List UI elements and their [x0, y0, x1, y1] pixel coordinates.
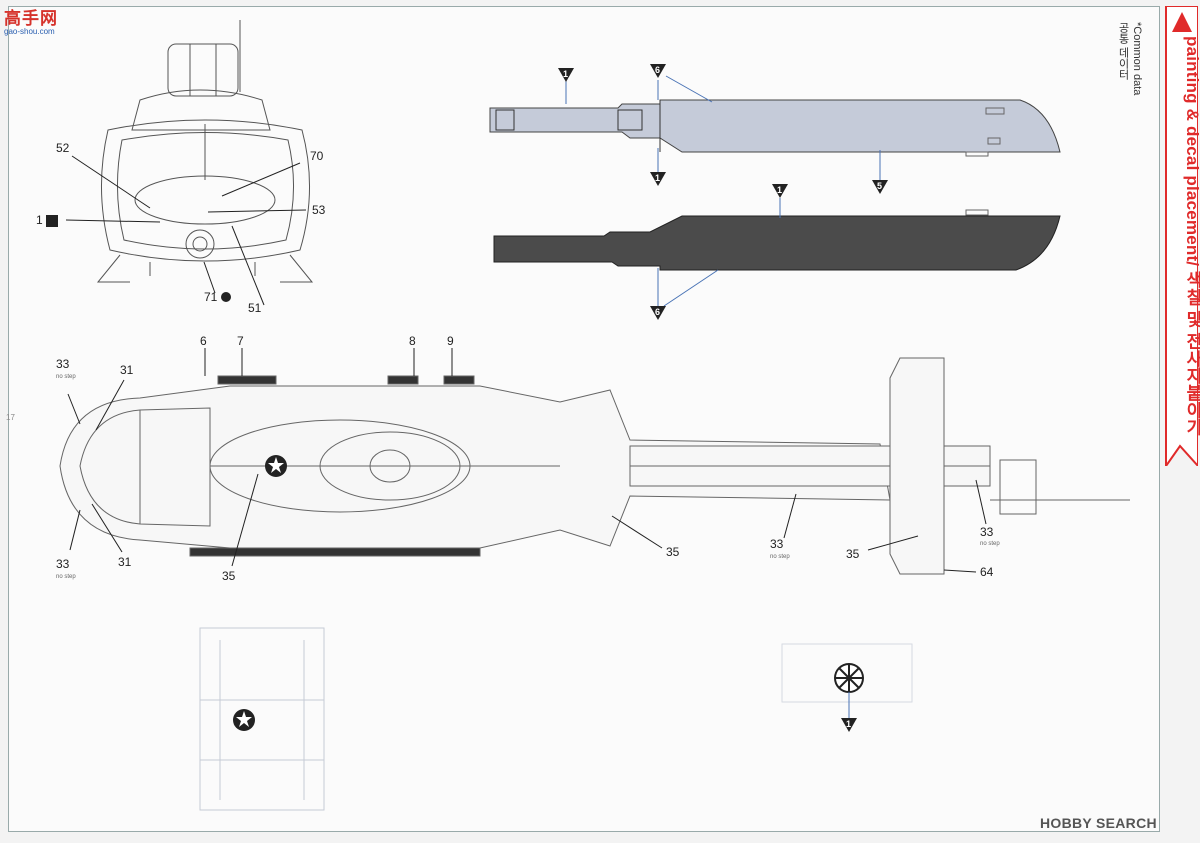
blade-top-markers: 1 6 1 5 [558, 64, 888, 194]
rotor-blade-bottom [493, 209, 1061, 271]
common-data-note: *Common data 공통 데이터 [1116, 22, 1144, 95]
callout-7: 7 [237, 334, 244, 348]
callout-6: 6 [200, 334, 207, 348]
front-view-callouts [65, 155, 307, 306]
tab-arrow-icon [1172, 12, 1192, 32]
common-data-en: *Common data [1131, 22, 1143, 96]
callout-51: 51 [248, 301, 262, 315]
top-view-helicopter [59, 357, 1130, 575]
marker-1: 1 [655, 173, 660, 183]
no-step-label: no step [56, 574, 76, 580]
blade-bottom-leaders [657, 198, 781, 308]
callout-9: 9 [447, 334, 454, 348]
common-data-kr: 공통 데이터 [1117, 22, 1129, 81]
watermark: HOBBY SEARCH [1040, 815, 1157, 831]
callout-8: 8 [409, 334, 416, 348]
no-step-label: no step [980, 541, 1000, 547]
rotor-hub-detail: 1 [781, 643, 913, 732]
logo-url: gao-shou.com [4, 27, 55, 36]
star-roundel-decal [265, 455, 287, 477]
callout-33: 33 [56, 357, 70, 371]
callout-35: 35 [666, 545, 680, 559]
top-view-leaders [67, 348, 987, 573]
callout-52: 52 [56, 141, 70, 155]
callout-1: 1 [36, 213, 43, 227]
decal-dot-mark [221, 292, 231, 302]
blade-bottom-markers: 1 6 [650, 184, 788, 320]
marker-1: 1 [563, 69, 568, 79]
no-step-label: no step [56, 374, 76, 380]
section-title: painting & decal placement/ 색칠 및 전사지붙이기 [1183, 36, 1200, 436]
callout-33: 33 [980, 525, 994, 539]
callout-35: 35 [222, 569, 236, 583]
callout-71: 71 [204, 290, 218, 304]
site-logo: 高手网 gao-shou.com [4, 4, 58, 36]
decal-e-mark [46, 215, 58, 227]
callout-33: 33 [770, 537, 784, 551]
no-step-label: no step [770, 554, 790, 560]
callout-33: 33 [56, 557, 70, 571]
marker-1: 1 [777, 185, 782, 195]
underside-detail-view [199, 627, 325, 811]
callout-53: 53 [312, 203, 326, 217]
underside-star-roundel [233, 709, 255, 731]
blade-top-leaders [565, 75, 881, 180]
callout-31: 31 [120, 363, 134, 377]
marker-6: 6 [655, 65, 660, 75]
section-tab [1165, 6, 1198, 466]
page-number: 17 [6, 413, 15, 422]
marker-6: 6 [655, 307, 660, 317]
marker-1: 1 [846, 719, 851, 729]
rotor-blade-top [489, 99, 1061, 157]
front-view-helicopter [96, 20, 314, 283]
callout-35: 35 [846, 547, 860, 561]
callout-64: 64 [980, 565, 994, 579]
marker-5: 5 [877, 181, 882, 191]
callout-70: 70 [310, 149, 324, 163]
logo-text: 高手网 [4, 9, 58, 29]
callout-31: 31 [118, 555, 132, 569]
